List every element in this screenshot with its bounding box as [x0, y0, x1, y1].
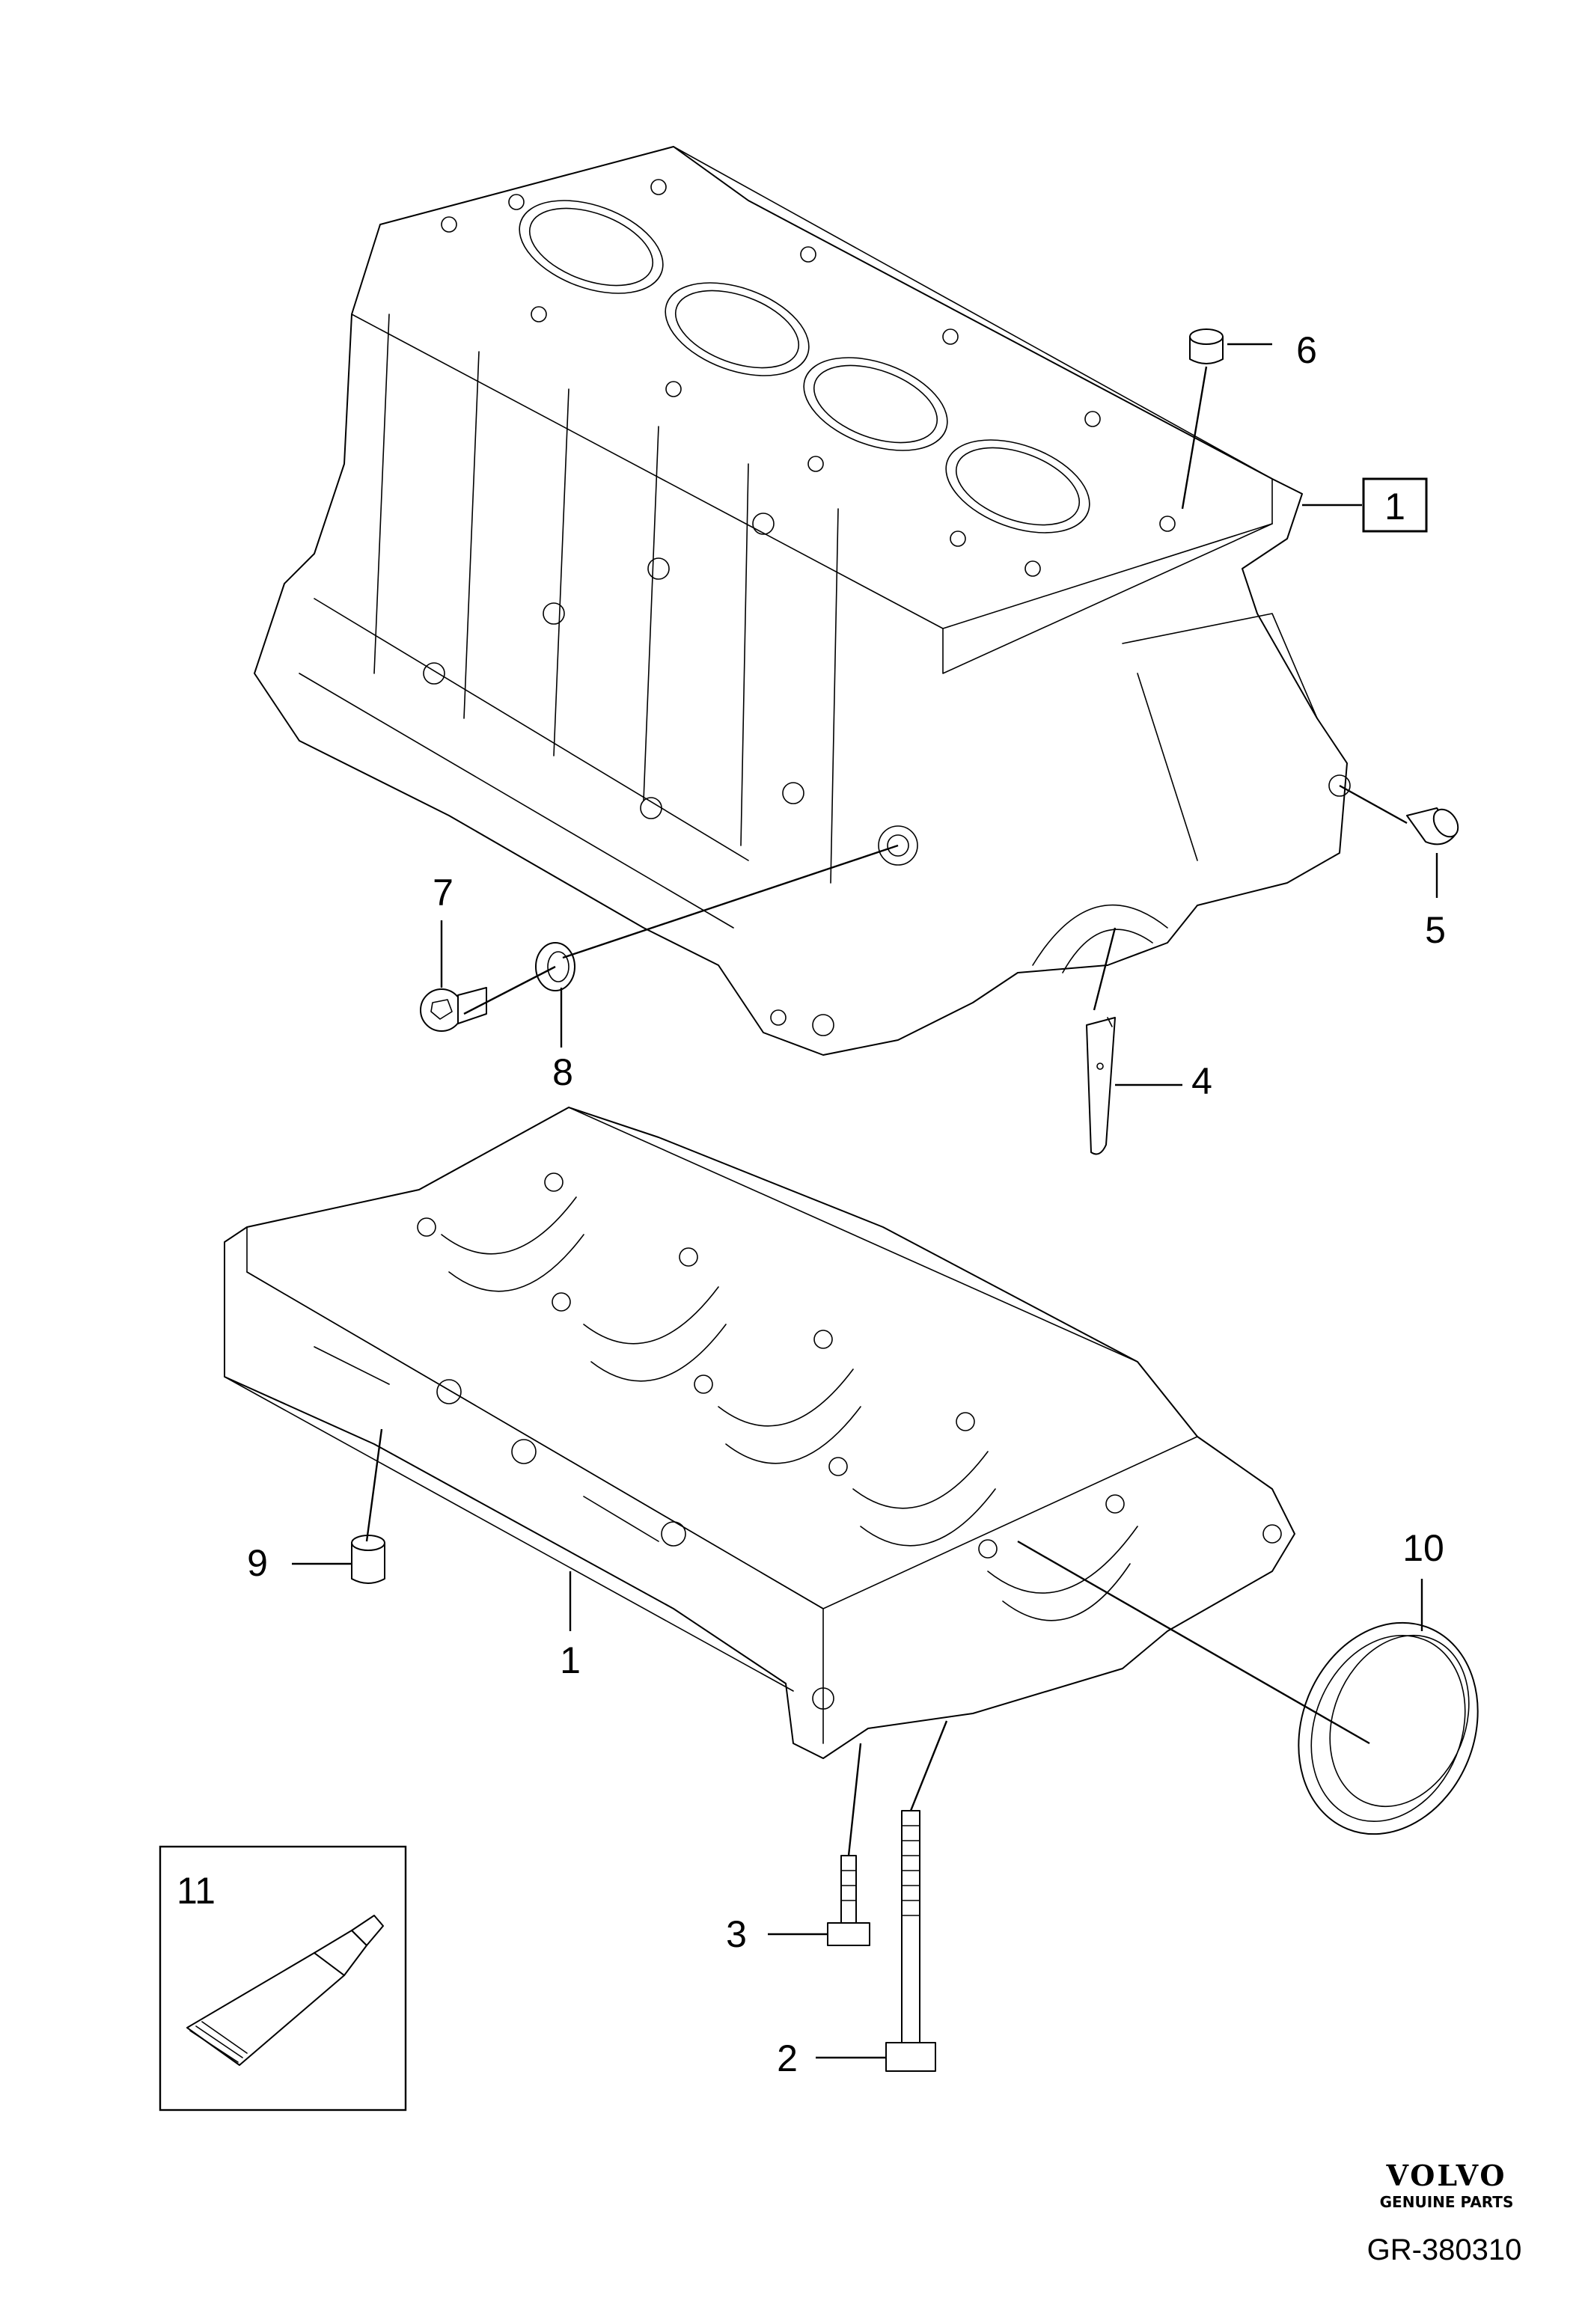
callout-8: 8	[552, 1051, 573, 1093]
sealant-part-11	[159, 1845, 407, 2112]
callout-10: 10	[1402, 1527, 1444, 1569]
dowel-sleeve-part-9	[351, 1535, 385, 1584]
callout-2: 2	[777, 2037, 798, 2079]
callout-11: 11	[177, 1870, 216, 1912]
callout-box-1	[1362, 477, 1428, 533]
volvo-logo: VOLVO	[1386, 2159, 1507, 2192]
callout-6: 6	[1296, 329, 1317, 371]
dowel-sleeve-part-6	[1189, 328, 1224, 364]
callout-7: 7	[433, 872, 454, 914]
brand-tagline: GENUINE PARTS	[1379, 2193, 1514, 2211]
callout-1-bottom: 1	[560, 1639, 581, 1681]
callout-1-top: 1	[1384, 486, 1405, 528]
sealant-tube-icon	[186, 1915, 384, 2066]
callout-5: 5	[1425, 909, 1446, 951]
bolt-part-3	[827, 1855, 870, 1946]
cylinder-block-illustration	[254, 146, 1351, 1056]
guide-plate-part-4	[1086, 1017, 1116, 1155]
crankshaft-seal-part-10	[1298, 1621, 1479, 1835]
callout-9: 9	[247, 1542, 268, 1584]
callout-4: 4	[1191, 1060, 1212, 1102]
drawing-number: GR-380310	[1366, 2233, 1522, 2266]
bedplate-illustration	[224, 1107, 1295, 1759]
bolt-part-2	[885, 1810, 936, 2072]
leader-lines	[292, 343, 1438, 2059]
callout-3: 3	[726, 1913, 747, 1955]
dowel-sleeve-part-5	[1406, 807, 1459, 845]
plug-screw-part-7	[420, 987, 487, 1032]
